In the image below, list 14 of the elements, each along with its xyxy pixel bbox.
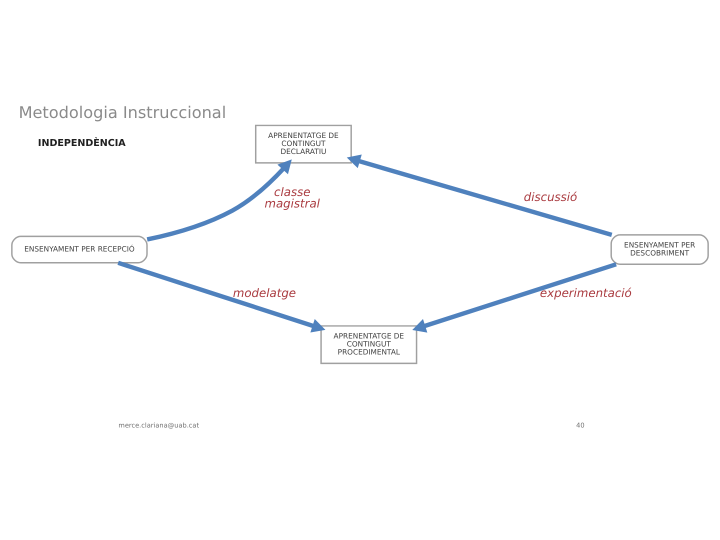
node-box: ENSENYAMENT PER RECEPCIÓ	[11, 235, 148, 264]
node-box: ENSENYAMENT PER DESCOBRIMENT	[610, 234, 709, 264]
arrow	[146, 158, 292, 242]
edge-label: modelatge	[232, 286, 296, 300]
label: INDEPENDÈNCIA	[38, 137, 126, 148]
node-box: APRENENTATGE DE CONTINGUT DECLARATIU	[254, 124, 352, 164]
arrow	[117, 260, 326, 332]
arrow	[412, 262, 617, 332]
edge-label: experimentació	[540, 286, 632, 300]
edge-label: classe magistral	[264, 184, 320, 210]
edge-label: discussió	[524, 189, 578, 204]
node-box: APRENENTATGE DE CONTINGUT PROCEDIMENTAL	[320, 324, 418, 364]
arrow	[346, 154, 612, 236]
diagram-title: Metodologia Instruccional	[18, 102, 226, 122]
